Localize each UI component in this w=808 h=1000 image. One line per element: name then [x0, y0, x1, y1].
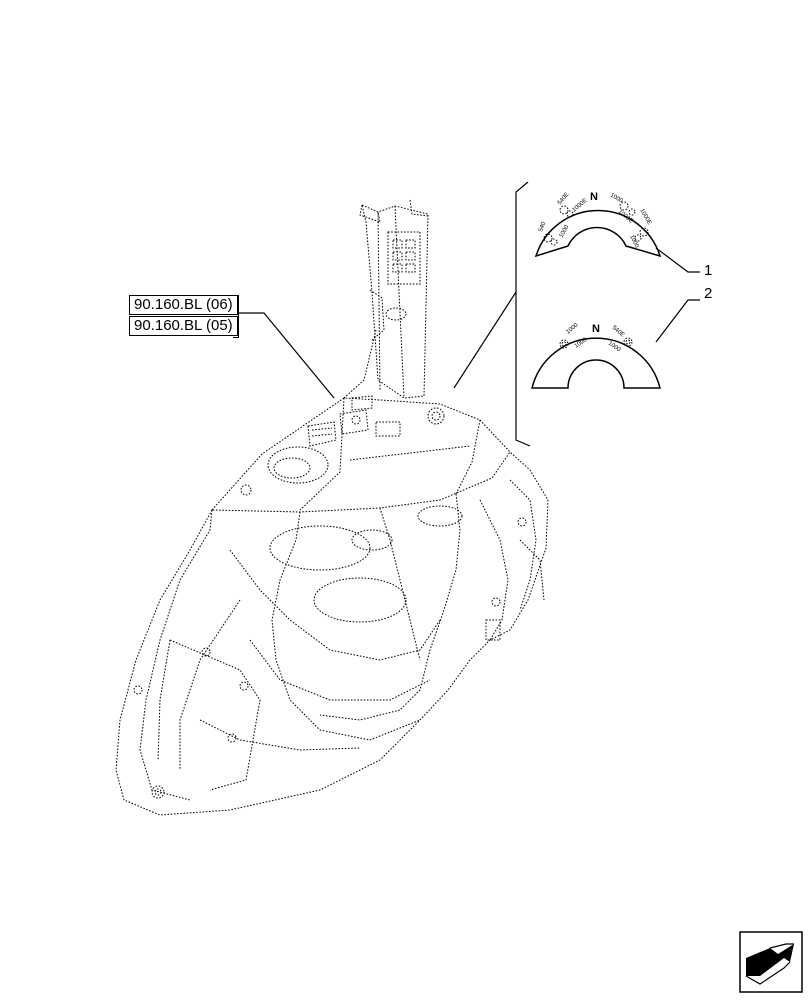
- svg-text:540E: 540E: [557, 192, 571, 207]
- decal-2-neutral-label: N: [592, 323, 600, 335]
- svg-text:540E: 540E: [611, 325, 626, 339]
- next-page-arrow-icon[interactable]: [739, 931, 803, 993]
- svg-text:1000: 1000: [609, 193, 624, 205]
- svg-text:1000: 1000: [565, 322, 580, 336]
- reference-leader-line: [238, 312, 335, 399]
- callout-1-leader: [655, 247, 700, 273]
- svg-text:1000E: 1000E: [638, 208, 652, 226]
- reference-bracket: [233, 295, 239, 338]
- decal-1-neutral-label: N: [590, 191, 598, 203]
- decal-detail-bracket: [453, 181, 531, 447]
- svg-text:540: 540: [538, 221, 547, 233]
- pto-decal-2: N 1000 1000 540E 1000: [531, 322, 661, 389]
- svg-text:1000: 1000: [628, 234, 639, 249]
- reference-link-90-160-bl-06[interactable]: 90.160.BL (06): [129, 295, 238, 315]
- callout-number-2: 2: [704, 285, 713, 302]
- callout-number-1: 1: [704, 262, 713, 279]
- armrest-console-assembly: [115, 199, 549, 816]
- pto-decal-1: N 540 540E 1000 1000E 1000 1000E 1000E 1…: [534, 191, 662, 258]
- callout-2-leader: [655, 299, 700, 343]
- reference-link-90-160-bl-05[interactable]: 90.160.BL (05): [129, 316, 238, 336]
